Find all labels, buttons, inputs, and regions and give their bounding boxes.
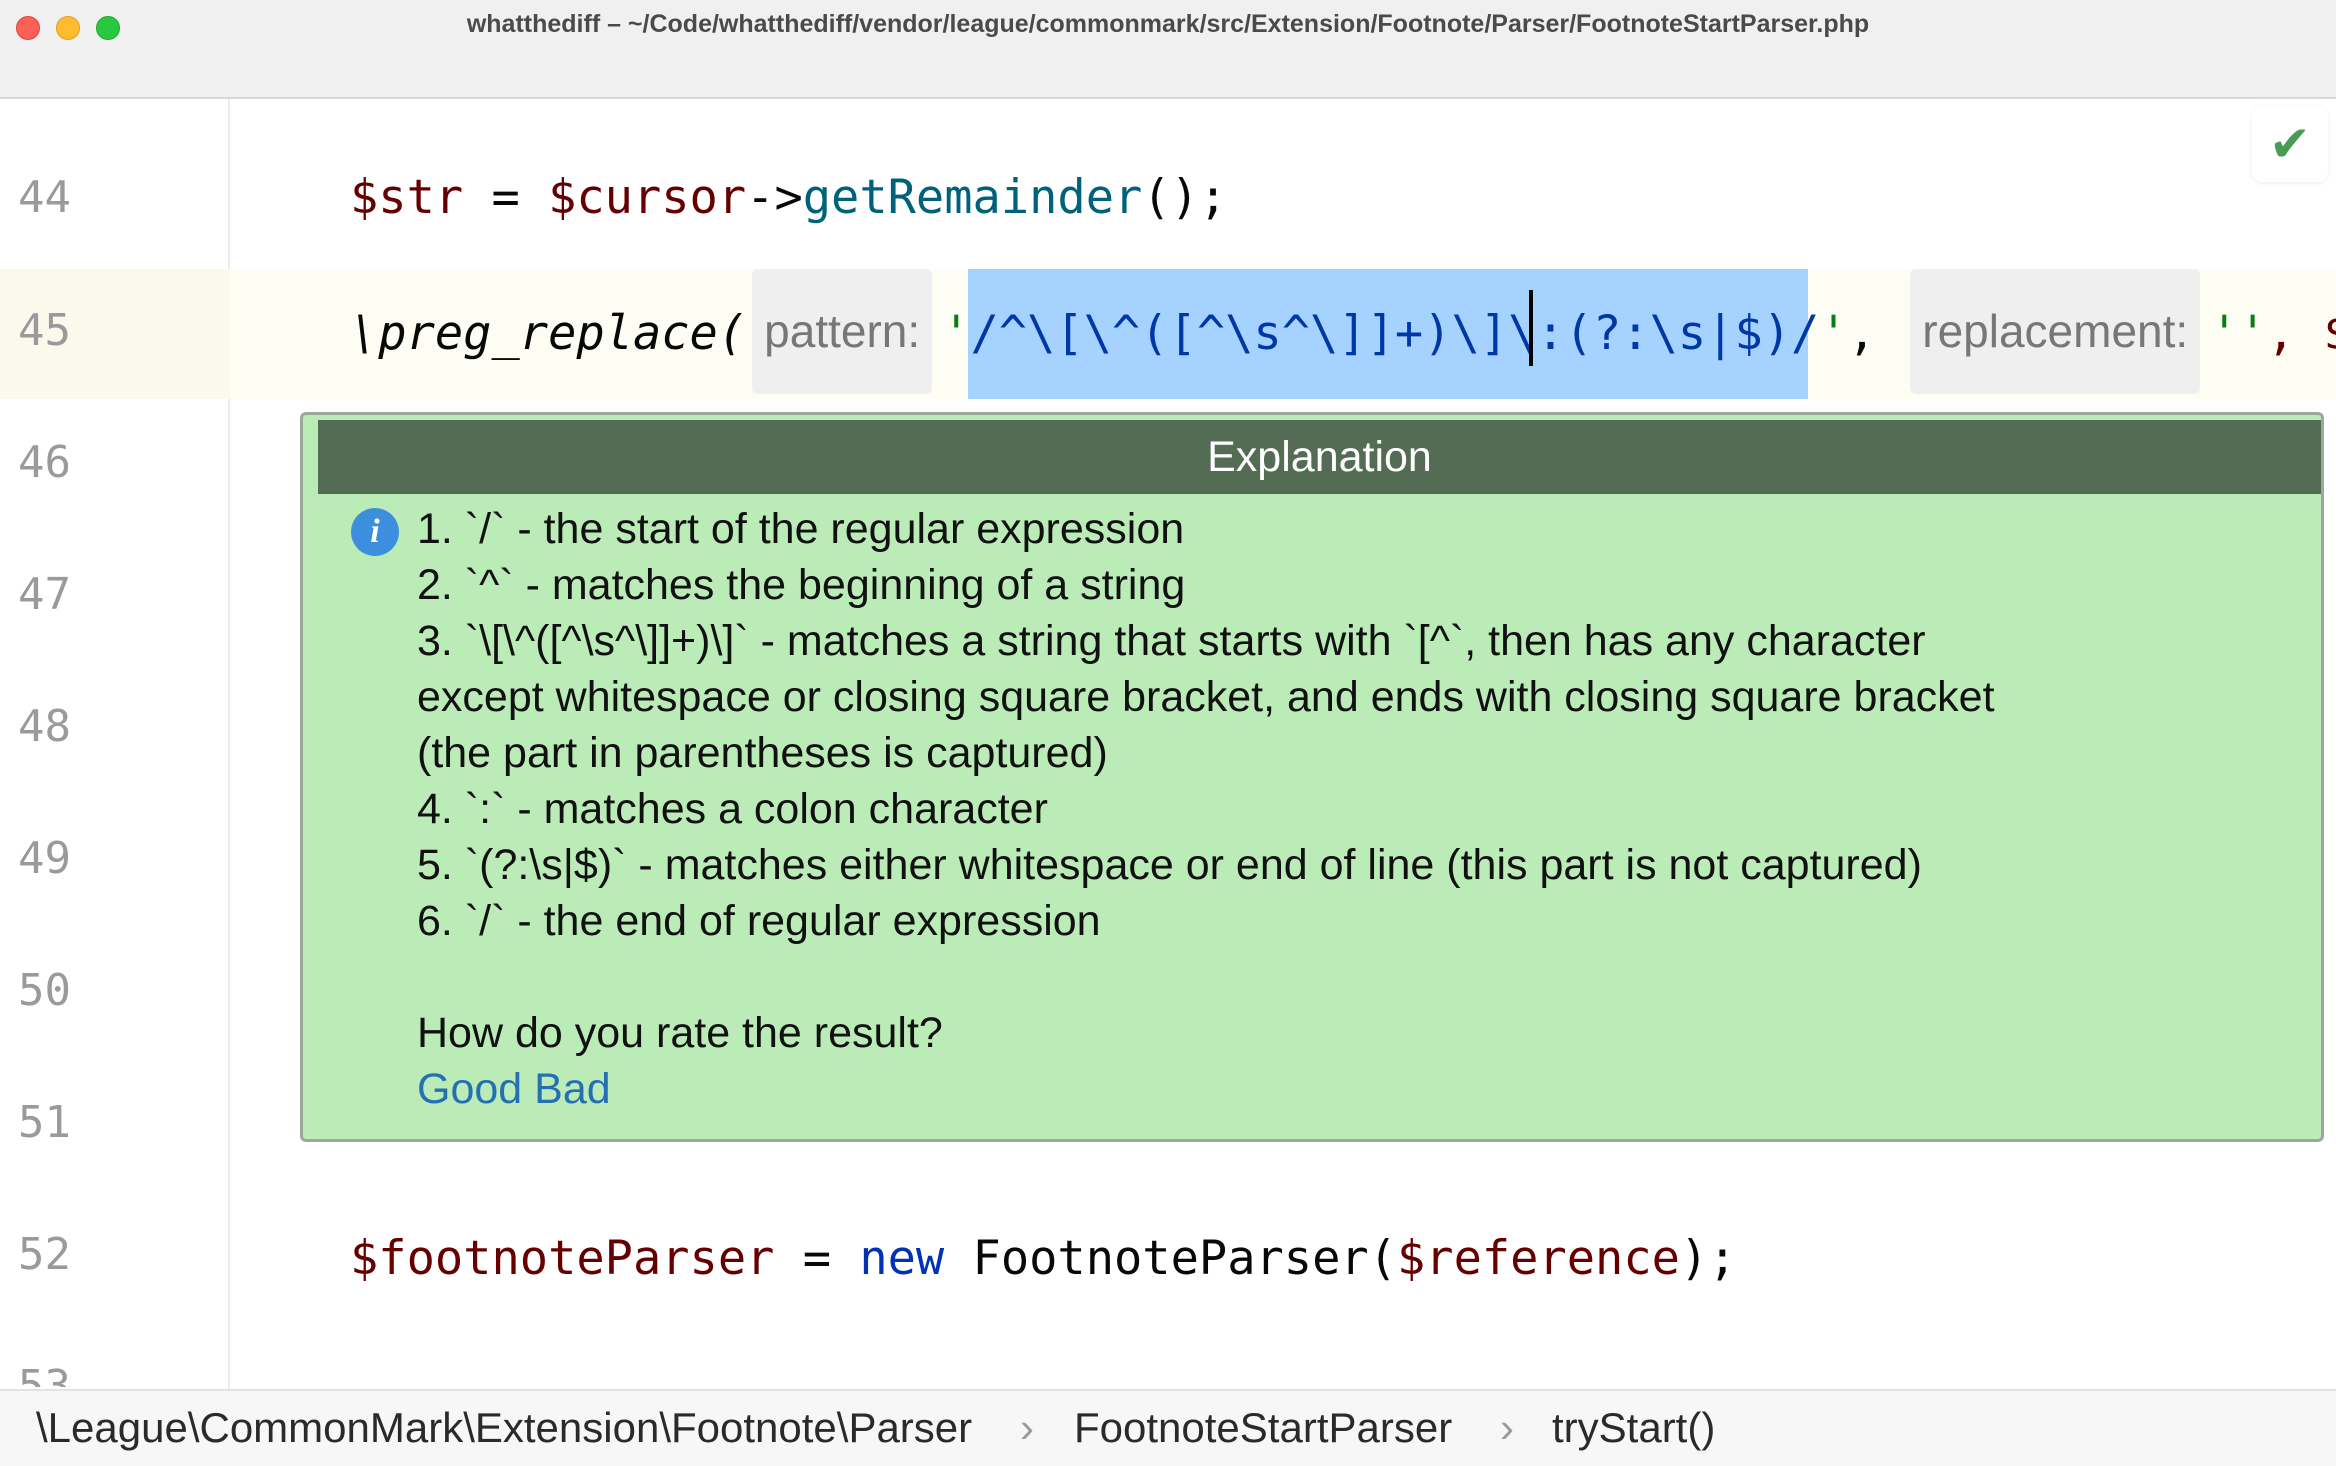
breadcrumb-class[interactable]: FootnoteStartParser	[1074, 1404, 1453, 1451]
explanation-popup: Explanation i 1. `/` - the start of the …	[300, 412, 2324, 1142]
text-caret	[1529, 290, 1533, 366]
explanation-line: 1. `/` - the start of the regular expres…	[417, 505, 1185, 553]
explanation-line: except whitespace or closing square brac…	[417, 673, 1995, 721]
parameter-hint-replacement: replacement:	[1910, 269, 2201, 394]
code-line-52[interactable]: $footnoteParser = new FootnoteParser($re…	[350, 1231, 1737, 1286]
current-line-gutter-highlight	[0, 269, 230, 399]
line-number: 47	[18, 569, 71, 620]
line-number: 52	[18, 1229, 71, 1280]
good-rating-link[interactable]: Good	[417, 1065, 523, 1113]
popup-title: Explanation	[318, 420, 2321, 494]
minimize-window-button[interactable]	[56, 16, 80, 40]
maximize-window-button[interactable]	[96, 16, 120, 40]
text-selection	[968, 269, 1808, 399]
close-window-button[interactable]	[16, 16, 40, 40]
line-number: 49	[18, 833, 71, 884]
code-line-45[interactable]: \preg_replace(pattern:'/^\[\^([^\s^\]]+)…	[350, 269, 2336, 399]
title-bar: whatthediff – ~/Code/whatthediff/vendor/…	[0, 0, 2336, 99]
window-title: whatthediff – ~/Code/whatthediff/vendor/…	[466, 10, 1870, 38]
explanation-line: 3. `\[\^([^\s^\]]+)\]` - matches a strin…	[417, 617, 1926, 665]
line-number: 50	[18, 965, 71, 1016]
line-number: 45	[18, 305, 71, 356]
check-icon[interactable]: ✔	[2252, 106, 2328, 182]
code-line-44[interactable]: $str = $cursor->getRemainder();	[350, 170, 1228, 225]
explanation-line: 5. `(?:\s|$)` - matches either whitespac…	[417, 841, 1922, 889]
breadcrumb-separator: ›	[1500, 1404, 1514, 1451]
breadcrumb-namespace[interactable]: \League\CommonMark\Extension\Footnote\Pa…	[36, 1404, 973, 1451]
breadcrumb: \League\CommonMark\Extension\Footnote\Pa…	[0, 1389, 2336, 1466]
line-number: 48	[18, 701, 71, 752]
info-icon: i	[351, 508, 399, 556]
rating-links: Good Bad	[417, 1065, 611, 1114]
line-number: 53	[18, 1361, 71, 1387]
line-number: 46	[18, 437, 71, 488]
rating-question: How do you rate the result?	[417, 1009, 943, 1057]
line-number: 51	[18, 1097, 71, 1148]
line-number: 44	[18, 172, 71, 223]
bad-rating-link[interactable]: Bad	[534, 1065, 611, 1113]
regex-selected: /^\[\^([^\s^\]]+)\]\	[970, 306, 1537, 361]
breadcrumb-method[interactable]: tryStart()	[1552, 1404, 1716, 1451]
explanation-line: 6. `/` - the end of regular expression	[417, 897, 1101, 945]
parameter-hint-pattern: pattern:	[752, 269, 933, 394]
breadcrumb-separator: ›	[1020, 1404, 1034, 1451]
explanation-line: 2. `^` - matches the beginning of a stri…	[417, 561, 1186, 609]
explanation-line: 4. `:` - matches a colon character	[417, 785, 1048, 833]
explanation-line: (the part in parentheses is captured)	[417, 729, 1108, 777]
